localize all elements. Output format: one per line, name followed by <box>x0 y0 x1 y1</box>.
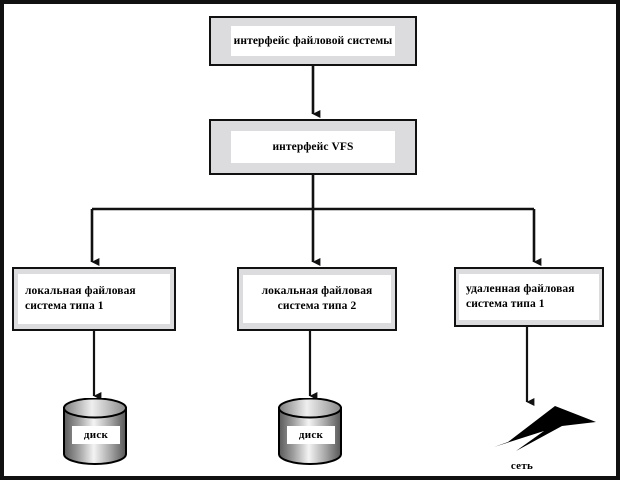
disk-2[interactable]: диск <box>277 397 343 466</box>
diagram-canvas: интерфейс файловой системы интерфейс VFS… <box>4 4 616 476</box>
box-remote-fs-type-1-label: удаленная файловая система типа 1 <box>459 274 599 320</box>
box-file-system-interface-label: интерфейс файловой системы <box>231 26 395 56</box>
box-local-fs-type-2-label: локальная файловая система типа 2 <box>243 275 391 323</box>
disk-1-label: диск <box>72 426 120 444</box>
box-local-fs-type-1-label: локальная файловая система типа 1 <box>18 274 170 324</box>
box-local-fs-type-1[interactable]: локальная файловая система типа 1 <box>12 267 176 331</box>
connector-lines <box>90 66 542 406</box>
box-file-system-interface[interactable]: интерфейс файловой системы <box>209 16 417 66</box>
box-vfs-interface[interactable]: интерфейс VFS <box>209 119 417 175</box>
network-lightning-icon <box>494 406 596 451</box>
network-label: сеть <box>510 460 534 472</box>
disk-1[interactable]: диск <box>62 397 128 466</box>
disk-2-label: диск <box>287 426 335 444</box>
box-vfs-interface-label: интерфейс VFS <box>231 131 395 163</box>
box-local-fs-type-2[interactable]: локальная файловая система типа 2 <box>237 267 397 331</box>
box-remote-fs-type-1[interactable]: удаленная файловая система типа 1 <box>454 267 604 327</box>
